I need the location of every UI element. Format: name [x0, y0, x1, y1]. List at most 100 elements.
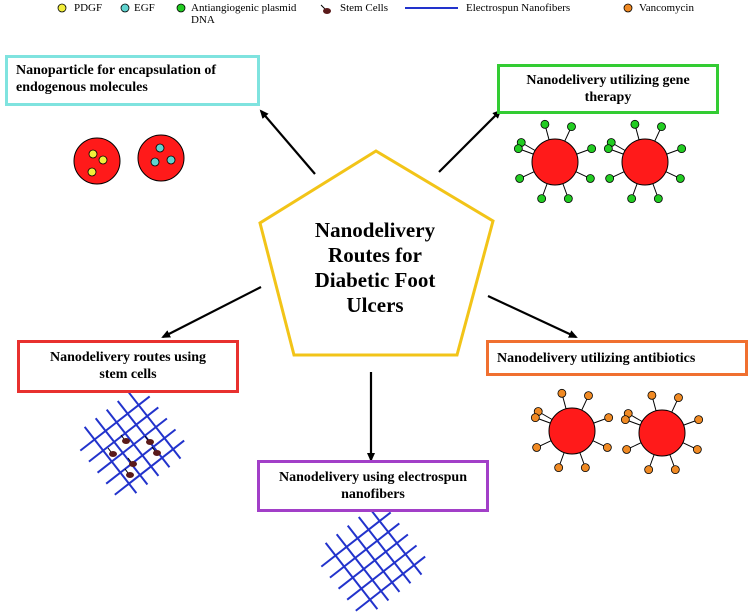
gene-nanoparticle-stalk: [666, 149, 679, 155]
antibiotic-nanoparticle-stalk: [592, 440, 604, 447]
antibiotic-nanoparticle-ligand: [530, 413, 540, 423]
box-electrospun: Nanodelivery using electrospun nanofiber…: [257, 460, 489, 512]
legend-pdgf-label: PDGF: [74, 2, 103, 14]
electrospun-mesh: [320, 507, 426, 612]
gene-nanoparticle-stalk: [575, 171, 587, 178]
center-title-line1: Nanodelivery: [314, 218, 436, 242]
stem-cell: [120, 434, 130, 444]
antibiotic-nanoparticles: [530, 388, 704, 475]
gene-nanoparticle-ligand: [630, 119, 640, 129]
legend-plasmid-label-line1: Antiangiogenic plasmid: [191, 2, 297, 14]
gene-nanoparticle-stalk: [652, 183, 658, 196]
nanoparticle-egf: [137, 134, 185, 182]
antibiotic-nanoparticle-stalk: [559, 452, 565, 465]
antibiotic-nanoparticle: [620, 390, 704, 475]
box-antibiotics-line1: Nanodelivery utilizing antibiotics: [497, 351, 696, 366]
gene-nanoparticle-ligand: [563, 194, 573, 204]
gene-nanoparticle-core: [531, 138, 579, 186]
center-title-line4: Ulcers: [346, 293, 404, 317]
gene-nanoparticle-stalk: [613, 171, 625, 178]
antibiotic-nanoparticle-stalk: [581, 399, 588, 411]
legend-pdgf-dot: [57, 3, 67, 13]
egf-molecule: [150, 157, 160, 167]
box-gene-therapy: Nanodelivery utilizing gene therapy: [497, 64, 719, 114]
box-stem-cells-line1: Nanodelivery routes using: [49, 350, 207, 365]
antibiotic-nanoparticle-ligand: [602, 443, 612, 452]
antibiotic-nanoparticle-ligand: [620, 415, 630, 425]
antibiotic-nanoparticle-ligand: [692, 445, 702, 454]
stem-cell-scaffold: [79, 391, 185, 496]
box-electrospun-line2: nanofibers: [341, 487, 405, 502]
gene-nanoparticle-ligand: [537, 194, 547, 204]
arrow-to-stem-cells: [161, 286, 262, 338]
antibiotic-nanoparticle-ligand: [604, 413, 614, 423]
stem-cell: [124, 468, 134, 478]
pdgf-molecule: [88, 149, 98, 159]
antibiotic-nanoparticle-stalk: [579, 452, 585, 465]
egf-molecule: [155, 143, 165, 153]
gene-nanoparticle-ligand: [587, 144, 597, 154]
gene-nanoparticle-ligand: [515, 174, 525, 183]
gene-nanoparticle-ligand: [605, 174, 615, 183]
gene-nanoparticle-ligand: [585, 174, 595, 183]
antibiotic-nanoparticle-ligand: [670, 465, 680, 475]
pdgf-molecule: [98, 155, 108, 165]
antibiotic-nanoparticle-stalk: [682, 442, 694, 449]
gene-nanoparticle-stalk: [654, 130, 661, 142]
antibiotic-nanoparticle-stalk: [652, 399, 657, 411]
gene-nanoparticle-stalk: [542, 183, 548, 196]
antibiotic-nanoparticle-core: [638, 409, 686, 457]
antibiotic-nanoparticle-ligand: [580, 463, 590, 473]
antibiotic-nanoparticle-stalk: [631, 415, 643, 422]
legend-plasmid-label-line2: DNA: [191, 14, 215, 26]
antibiotic-nanoparticle-ligand: [694, 415, 704, 425]
antibiotic-nanoparticle-core: [548, 407, 596, 455]
box-gene-therapy-line2: therapy: [584, 90, 632, 105]
gene-nanoparticle-ligand: [603, 144, 613, 154]
gene-nanoparticle-ligand: [675, 174, 685, 183]
gene-nanoparticle-stalk: [545, 128, 550, 140]
pdgf-molecule: [87, 167, 97, 177]
gene-nanoparticle-core: [621, 138, 669, 186]
gene-nanoparticle-stalk: [562, 183, 568, 196]
center-title-line3: Diabetic Foot: [314, 268, 436, 292]
antibiotic-nanoparticle-stalk: [540, 440, 552, 447]
antibiotic-nanoparticle-stalk: [649, 454, 655, 467]
gene-nanoparticle: [603, 119, 687, 204]
antibiotic-nanoparticle-stalk: [541, 413, 553, 420]
antibiotic-nanoparticle-stalk: [628, 420, 641, 426]
box-encapsulation-line1: Nanoparticle for encapsulation of: [16, 63, 217, 78]
antibiotic-nanoparticle-ligand: [584, 391, 593, 401]
gene-nanoparticle-stalk: [635, 128, 640, 140]
center-pentagon: [258, 149, 495, 357]
antibiotic-nanoparticle-ligand: [644, 465, 654, 475]
antibiotic-nanoparticle-ligand: [674, 393, 683, 403]
gene-nanoparticle-stalk: [564, 130, 571, 142]
gene-nanoparticle-ligand: [677, 144, 687, 154]
gene-nanoparticle-stalk: [523, 171, 535, 178]
gene-therapy-nanoparticles: [513, 119, 687, 204]
box-encapsulation-line2: endogenous molecules: [16, 80, 148, 95]
gene-nanoparticle-ligand: [567, 122, 576, 132]
gene-nanoparticle-stalk: [521, 149, 534, 155]
nanoparticle-pdgf: [73, 137, 121, 185]
arrow-to-gene-therapy: [438, 109, 502, 173]
gene-nanoparticle-stalk: [524, 144, 536, 151]
legend-nanofibers-label: Electrospun Nanofibers: [466, 2, 571, 14]
arrow-to-antibiotics: [487, 295, 578, 338]
antibiotic-nanoparticle-stalk: [671, 401, 678, 413]
center-title-line2: Routes for: [328, 243, 422, 267]
stem-cell: [151, 446, 161, 456]
gene-nanoparticle-stalk: [665, 171, 677, 178]
legend-stem-cells-label: Stem Cells: [340, 2, 388, 14]
box-encapsulation: Nanoparticle for encapsulation of endoge…: [5, 55, 260, 106]
antibiotic-nanoparticle-stalk: [593, 418, 606, 424]
box-antibiotics: Nanodelivery utilizing antibiotics: [486, 340, 748, 376]
stem-cell: [107, 447, 117, 457]
antibiotic-nanoparticle-stalk: [669, 454, 675, 467]
box-electrospun-line1: Nanodelivery using electrospun: [279, 470, 467, 485]
antibiotic-nanoparticle-ligand: [622, 445, 632, 454]
stem-cell: [144, 435, 154, 445]
legend-egf-dot: [120, 3, 130, 13]
legend-egf-label: EGF: [134, 2, 155, 14]
